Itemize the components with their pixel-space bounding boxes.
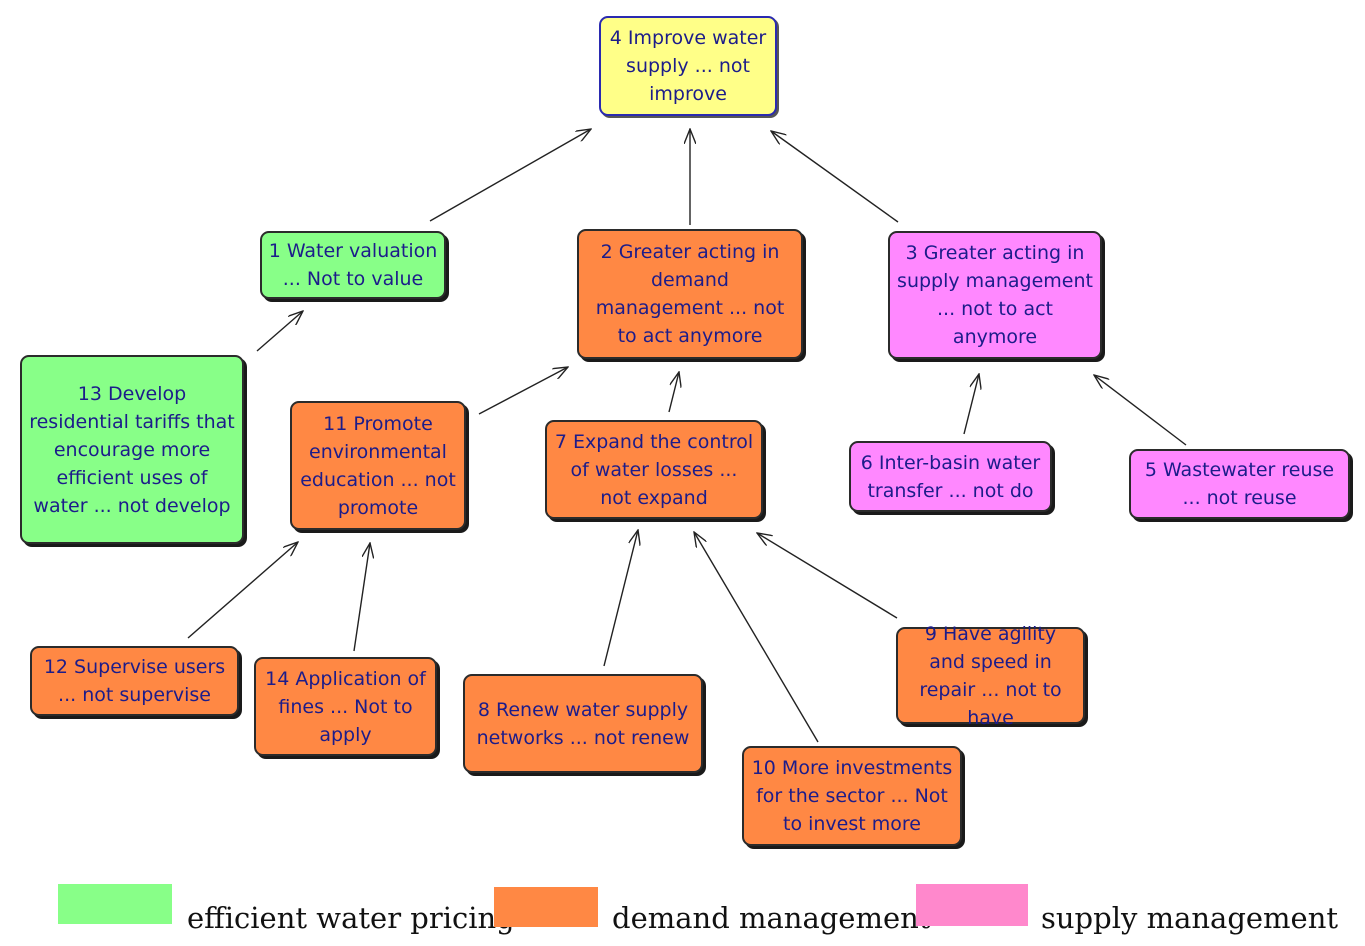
node-12-supervise-users[interactable]: 12 Supervise users ... not supervise [30, 646, 239, 716]
arrow-1-to-4 [429, 129, 591, 222]
node-10-label: 10 More investments for the sector ... N… [751, 757, 953, 835]
node-12-label: 12 Supervise users ... not supervise [43, 656, 226, 706]
arrow-11-to-2 [478, 367, 568, 415]
arrow-9-to-7 [757, 533, 898, 619]
node-5-wastewater-reuse[interactable]: 5 Wastewater reuse ... not reuse [1129, 449, 1350, 519]
node-2-demand-management[interactable]: 2 Greater acting in demand management ..… [577, 229, 803, 359]
node-11-environmental-education[interactable]: 11 Promote environmental education ... n… [290, 401, 466, 530]
node-8-renew-networks[interactable]: 8 Renew water supply networks ... not re… [463, 674, 703, 773]
arrow-13-to-1 [256, 311, 303, 352]
node-7-label: 7 Expand the control of water losses ...… [554, 430, 754, 509]
node-5-label: 5 Wastewater reuse ... not reuse [1144, 459, 1335, 509]
arrow-8-to-7 [603, 530, 638, 667]
node-9-agility-in-repair[interactable]: 9 Have agility and speed in repair ... n… [896, 623, 1085, 729]
node-3-label: 3 Greater acting in supply management ..… [897, 242, 1093, 348]
legend-label-demand-management: demand management [612, 901, 931, 935]
node-2-label: 2 Greater acting in demand management ..… [595, 241, 785, 347]
arrow-7-to-2 [668, 372, 679, 413]
node-14-application-of-fines[interactable]: 14 Application of fines ... Not to apply [254, 657, 437, 756]
node-4-label: 4 Improve water supply ... not improve [609, 27, 767, 105]
node-11-label: 11 Promote environmental education ... n… [300, 412, 456, 519]
node-3-supply-management[interactable]: 3 Greater acting in supply management ..… [888, 231, 1102, 359]
arrow-3-to-4 [771, 131, 899, 223]
arrow-5-to-3 [1094, 375, 1187, 446]
arrow-6-to-3 [963, 374, 979, 435]
node-1-water-valuation[interactable]: 1 Water valuation ... Not to value [260, 231, 446, 299]
node-10-more-investments[interactable]: 10 More investments for the sector ... N… [742, 746, 962, 846]
node-14-label: 14 Application of fines ... Not to apply [265, 667, 426, 746]
node-9-label: 9 Have agility and speed in repair ... n… [919, 622, 1062, 729]
legend-label-efficient-water-pricing: efficient water pricing [187, 901, 515, 935]
node-4-improve-water-supply[interactable]: 4 Improve water supply ... not improve [599, 16, 777, 116]
node-8-label: 8 Renew water supply networks ... not re… [476, 698, 690, 749]
node-13-label: 13 Develop residential tariffs that enco… [29, 382, 235, 517]
arrow-14-to-11 [353, 543, 370, 652]
node-6-label: 6 Inter-basin water transfer ... not do [860, 451, 1041, 502]
legend-swatch-efficient-water-pricing [58, 884, 172, 924]
node-1-label: 1 Water valuation ... Not to value [268, 240, 438, 290]
legend-swatch-supply-management [916, 884, 1028, 926]
node-13-residential-tariffs[interactable]: 13 Develop residential tariffs that enco… [20, 355, 244, 544]
node-6-inter-basin-transfer[interactable]: 6 Inter-basin water transfer ... not do [849, 441, 1052, 512]
arrow-12-to-11 [187, 542, 298, 639]
node-7-water-losses[interactable]: 7 Expand the control of water losses ...… [545, 420, 763, 519]
legend-label-supply-management: supply management [1041, 901, 1339, 935]
legend-swatch-demand-management [494, 887, 598, 927]
arrow-10-to-7 [694, 532, 819, 743]
